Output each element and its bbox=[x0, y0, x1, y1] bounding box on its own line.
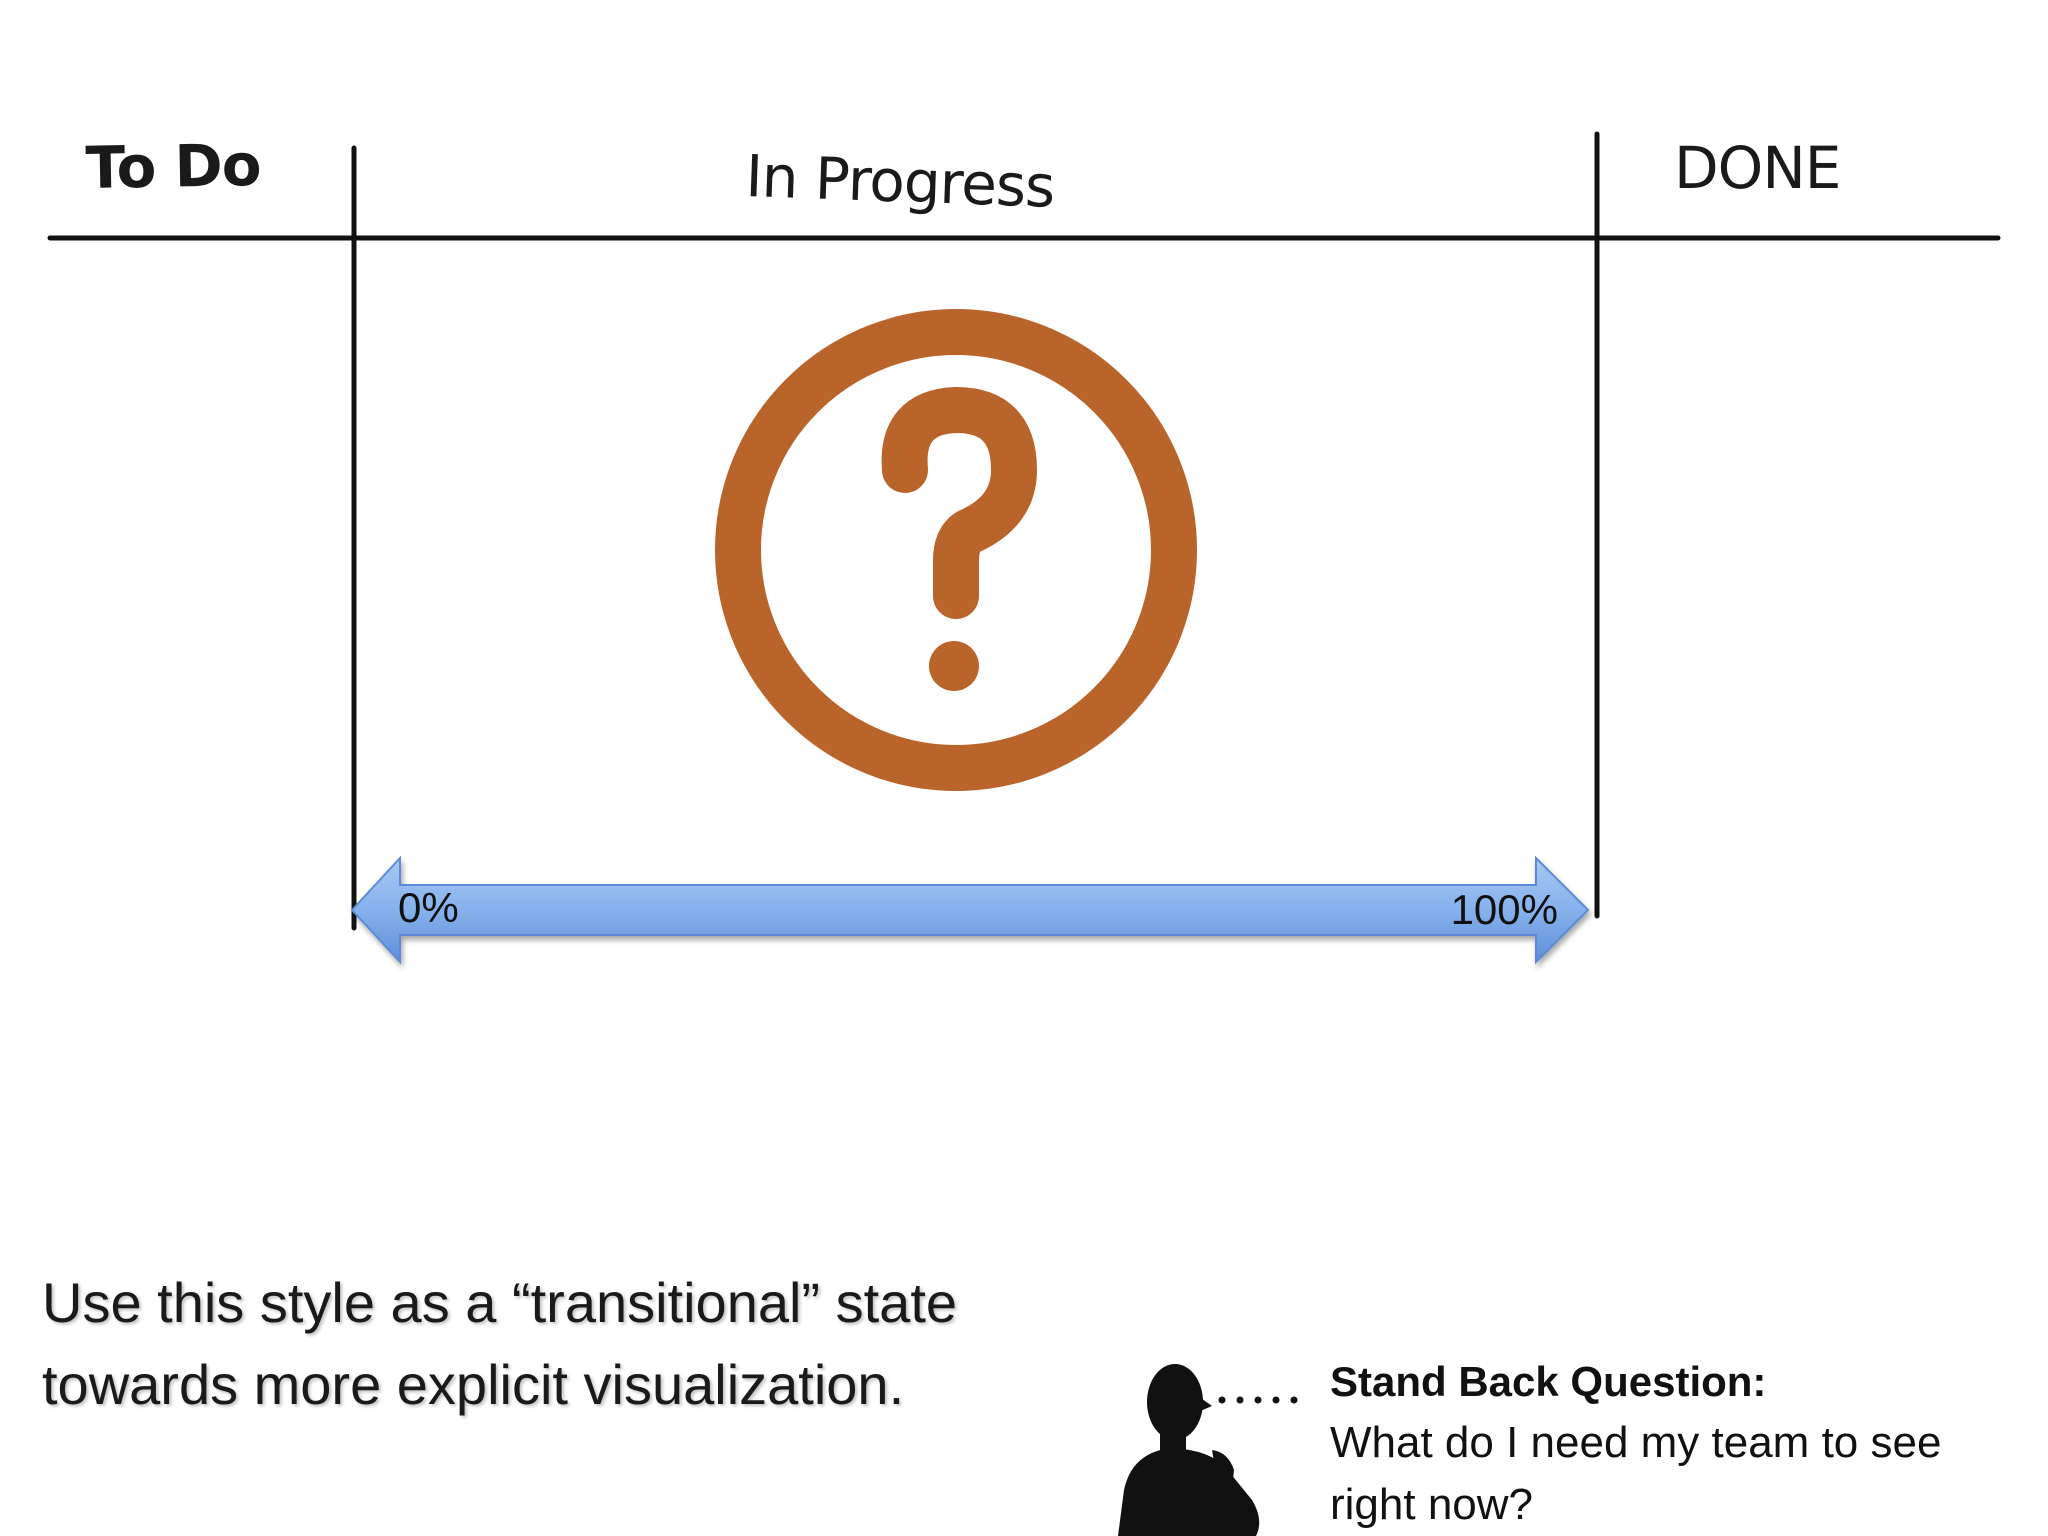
stand-back-line-2: right now? bbox=[1330, 1480, 1534, 1529]
column-header-todo: To Do bbox=[85, 131, 261, 202]
progress-end-label: 100% bbox=[1451, 886, 1558, 933]
progress-arrow bbox=[350, 855, 1590, 965]
stand-back-line-1: What do I need my team to see bbox=[1330, 1418, 1942, 1467]
column-header-done: DONE bbox=[1674, 134, 1840, 202]
caption-text: Use this style as a “transitional” state… bbox=[42, 1262, 1162, 1426]
stand-back-title: Stand Back Question: bbox=[1330, 1358, 1767, 1405]
progress-start-label: 0% bbox=[398, 884, 459, 931]
stand-back-question: Stand Back Question: What do I need my t… bbox=[1330, 1352, 2030, 1536]
caption-line-2: towards more explicit visualization. bbox=[42, 1353, 905, 1416]
caption-line-1: Use this style as a “transitional” state bbox=[42, 1271, 958, 1334]
column-header-in-progress: In Progress bbox=[745, 142, 1056, 221]
thinking-person-icon bbox=[1118, 1364, 1298, 1536]
question-circle-icon bbox=[715, 309, 1197, 791]
